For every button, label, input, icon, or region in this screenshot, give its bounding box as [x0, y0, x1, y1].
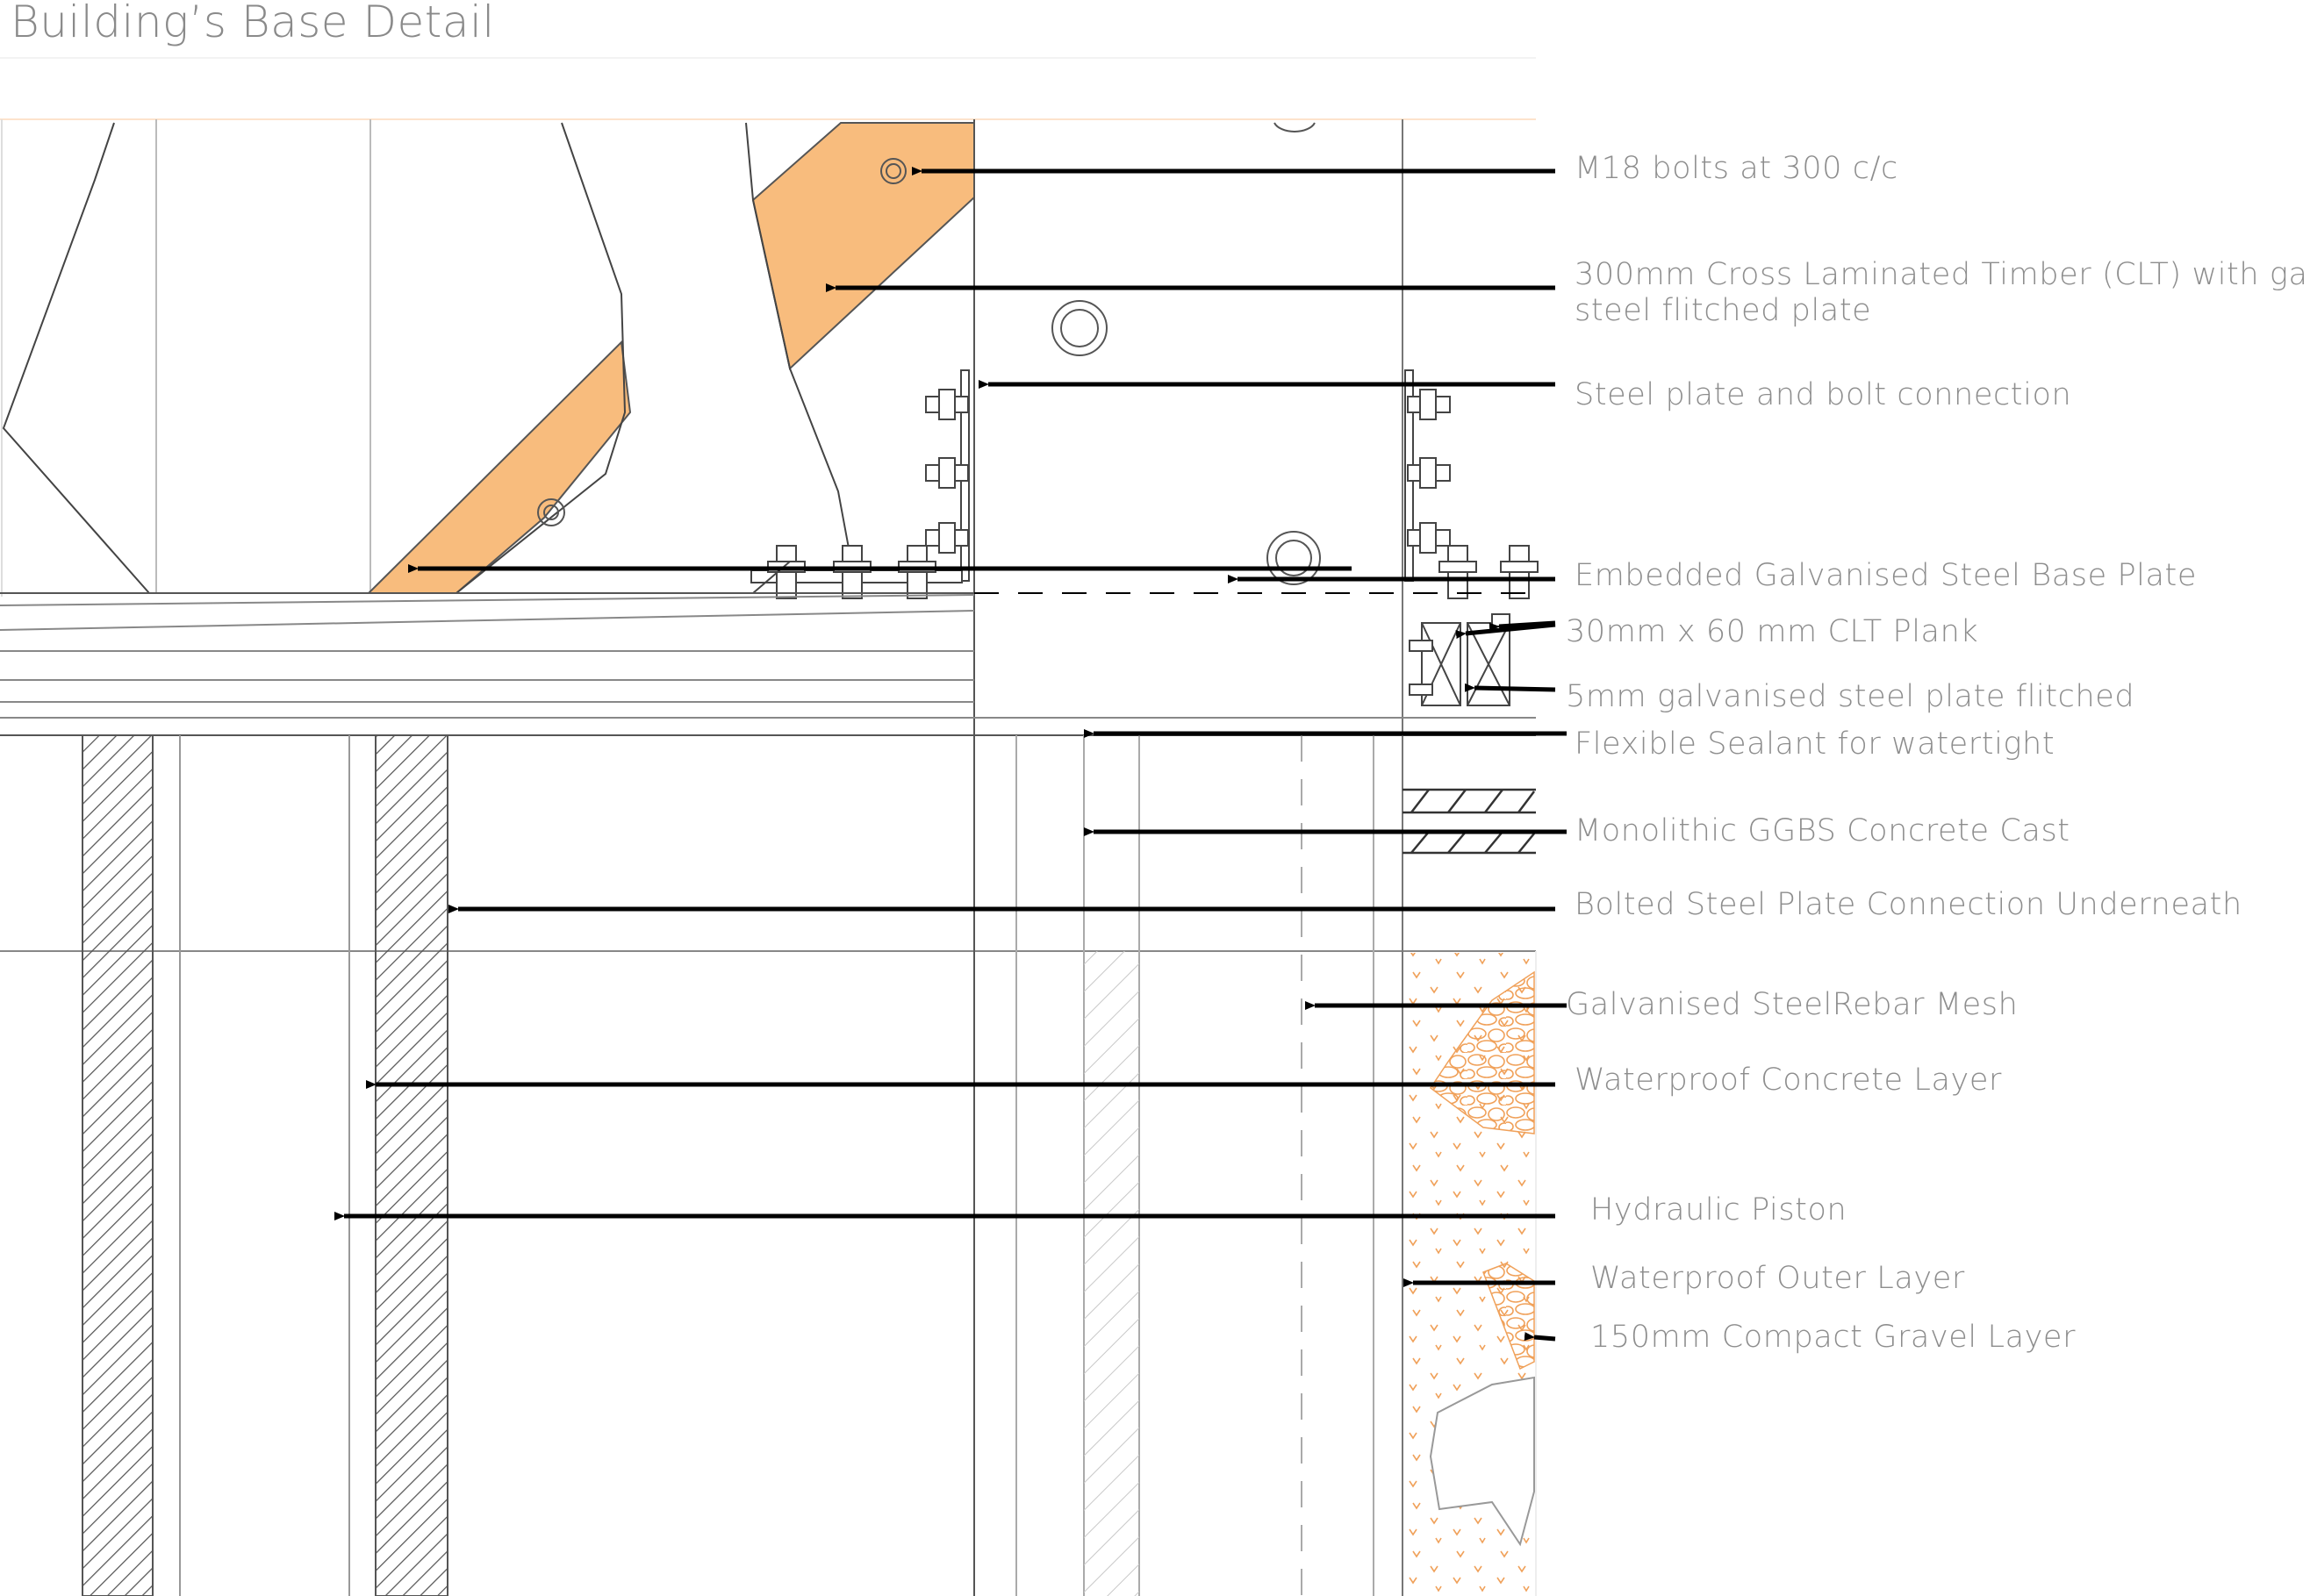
foundation-structure [0, 735, 1537, 1596]
clt-plank-detail [1409, 613, 1510, 706]
label-rebar: Galvanised SteelRebar Mesh [1566, 987, 2018, 1022]
section-outlines [2, 122, 851, 594]
drawing-title: Building’s Base Detail [11, 0, 495, 47]
left-plate-bolts [925, 389, 969, 554]
m18-bolts [537, 122, 1321, 585]
leader-clt-plank-2 [1455, 622, 1556, 640]
base-layers [0, 592, 1536, 952]
label-piston: Hydraulic Piston [1590, 1192, 1847, 1227]
label-flitched-plate: 5mm galvanised steel plate flitched [1566, 679, 2134, 714]
leader-gravel [1524, 1332, 1556, 1342]
label-clt-plank: 30mm x 60 mm CLT Plank [1566, 614, 1978, 649]
label-clt: 300mm Cross Laminated Timber (CLT) with … [1575, 257, 2310, 328]
compact-gravel-layer [1404, 953, 1536, 1596]
label-base-plate: Embedded Galvanised Steel Base Plate [1575, 558, 2197, 593]
clt-timber [366, 122, 975, 594]
label-m18-bolts: M18 bolts at 300 c/c [1575, 151, 1898, 186]
label-waterproof-concrete: Waterproof Concrete Layer [1575, 1063, 2002, 1098]
flexible-sealant [1402, 788, 1536, 855]
label-ggbs: Monolithic GGBS Concrete Cast [1575, 813, 2070, 848]
upper-structure [1, 119, 1403, 735]
label-gravel: 150mm Compact Gravel Layer [1590, 1320, 2076, 1355]
leader-arrows [334, 167, 1567, 1342]
label-bolted-plate: Bolted Steel Plate Connection Underneath [1575, 887, 2242, 922]
hydraulic-pistons [82, 734, 448, 1596]
steel-plate-connections [750, 369, 1539, 599]
rebar-mesh-hatch [1084, 951, 1139, 1596]
right-plate-bolts [1407, 389, 1451, 554]
label-steel-plate: Steel plate and bolt connection [1575, 377, 2071, 412]
label-outer-layer: Waterproof Outer Layer [1590, 1261, 1965, 1296]
annotation-labels: M18 bolts at 300 c/c 300mm Cross Laminat… [1566, 151, 2310, 1355]
label-sealant: Flexible Sealant for watertight [1575, 726, 2055, 762]
leader-flitched-plate [1464, 683, 1556, 692]
